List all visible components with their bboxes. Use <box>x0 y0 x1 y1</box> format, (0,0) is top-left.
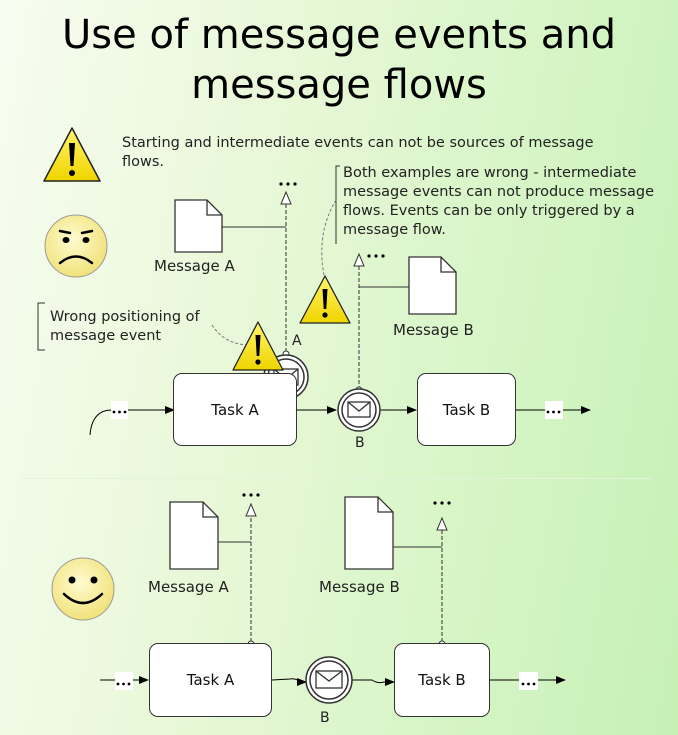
annotation-wrong-positioning: Wrong positioning of message event <box>50 309 200 344</box>
message-b-label-top: Message B <box>393 321 474 339</box>
ellipsis-dots-top-b <box>367 254 385 258</box>
warning-text: Starting and intermediate events can not… <box>122 135 594 170</box>
smiley-face-icon <box>51 557 115 621</box>
title-line-1: Use of message events and <box>62 12 616 58</box>
event-a-label: A <box>292 333 302 349</box>
page-title: Use of message events and message flows <box>0 10 678 110</box>
message-b-label-bottom: Message B <box>319 578 400 596</box>
task-a-bottom: Task A <box>149 643 272 717</box>
message-b-document-icon-bottom <box>344 496 394 570</box>
ellipsis-dots-bottom-right <box>521 682 536 686</box>
message-b-document-icon <box>408 256 457 315</box>
ellipsis-dots-bottom-a <box>242 493 260 497</box>
ellipsis-dots-bottom-b <box>433 501 451 505</box>
event-b-label-bottom: B <box>320 710 330 726</box>
section-divider <box>22 478 652 479</box>
message-a-document-icon <box>174 199 223 253</box>
message-a-label-bottom: Message A <box>148 578 229 596</box>
ellipsis-dots-top-left <box>112 410 127 414</box>
warning-icon-event-a <box>232 321 284 371</box>
message-a-document-icon-bottom <box>169 501 219 570</box>
ellipsis-dots-top-right <box>546 410 561 414</box>
warning-icon-event-b <box>299 275 351 324</box>
message-a-label-top: Message A <box>154 257 235 275</box>
task-b-top: Task B <box>417 373 516 446</box>
message-event-b-bottom <box>305 656 353 704</box>
annotation-both-wrong: Both examples are wrong - intermediate m… <box>343 165 655 238</box>
ellipsis-dots-bottom-left <box>116 682 131 686</box>
ellipsis-dots-top-a <box>279 182 297 186</box>
message-event-b <box>337 388 381 432</box>
task-a-top: Task A <box>173 373 297 446</box>
warning-icon <box>43 127 101 182</box>
title-line-2: message flows <box>191 62 487 108</box>
task-b-bottom: Task B <box>394 643 490 717</box>
sad-face-icon <box>44 214 108 278</box>
event-b-label-top: B <box>355 435 365 451</box>
